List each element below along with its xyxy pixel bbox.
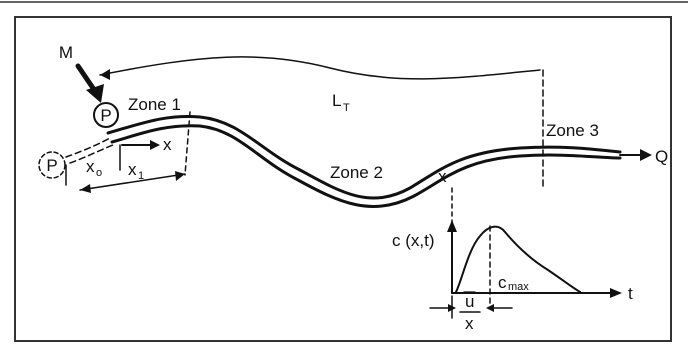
zone1-label: Zone 1 bbox=[128, 95, 181, 114]
pipeline-wall-top bbox=[106, 114, 622, 200]
pump-circle bbox=[93, 102, 119, 128]
ratio-numerator: u bbox=[465, 292, 474, 311]
zone2-label: Zone 2 bbox=[330, 163, 383, 182]
x-arrow-label: x bbox=[163, 135, 172, 154]
t-axis-label: t bbox=[628, 284, 633, 303]
c-axis-arrowhead bbox=[447, 220, 457, 232]
pipeline-dashed-extension bbox=[65, 137, 111, 158]
pipeline-dashed-extension-2 bbox=[69, 144, 114, 164]
t-axis-arrowhead bbox=[610, 288, 622, 298]
flow-arrowhead bbox=[640, 149, 652, 161]
concentration-curve bbox=[455, 225, 581, 293]
c-axis-label: c (x,t) bbox=[392, 231, 435, 250]
observation-point-label: x bbox=[438, 167, 447, 186]
x0-subscript: o bbox=[96, 167, 102, 179]
x0-label: x bbox=[86, 157, 95, 176]
length-arc bbox=[99, 56, 541, 80]
alt-pump-circle bbox=[38, 151, 66, 179]
peak-subscript: max bbox=[508, 281, 529, 293]
length-label: L bbox=[332, 91, 341, 110]
zone3-label: Zone 3 bbox=[546, 121, 599, 140]
x1-label: x bbox=[128, 160, 137, 179]
x-arrowhead bbox=[150, 140, 160, 150]
pump-label: P bbox=[100, 106, 111, 125]
pipeline-wall-bottom bbox=[110, 124, 622, 209]
mass-arrowhead bbox=[86, 84, 104, 103]
x1-subscript: 1 bbox=[138, 170, 144, 182]
zone1-boundary bbox=[184, 111, 191, 176]
alt-pump-label: P bbox=[46, 156, 57, 175]
mass-label: M bbox=[59, 43, 73, 62]
x1-arrowhead-right bbox=[175, 171, 185, 181]
length-arc-arrowhead bbox=[100, 69, 110, 80]
x1-dimension-line bbox=[79, 173, 186, 191]
peak-label: c bbox=[498, 273, 507, 292]
length-subscript: T bbox=[343, 102, 350, 114]
time-arrowhead-left bbox=[448, 304, 456, 312]
time-arrowhead-right bbox=[486, 304, 494, 312]
x1-arrowhead-left bbox=[80, 184, 91, 193]
diagram-frame bbox=[14, 16, 672, 342]
flow-label: Q bbox=[655, 147, 668, 166]
mass-arrow-shaft bbox=[75, 63, 98, 94]
ratio-denominator: x bbox=[465, 314, 474, 333]
